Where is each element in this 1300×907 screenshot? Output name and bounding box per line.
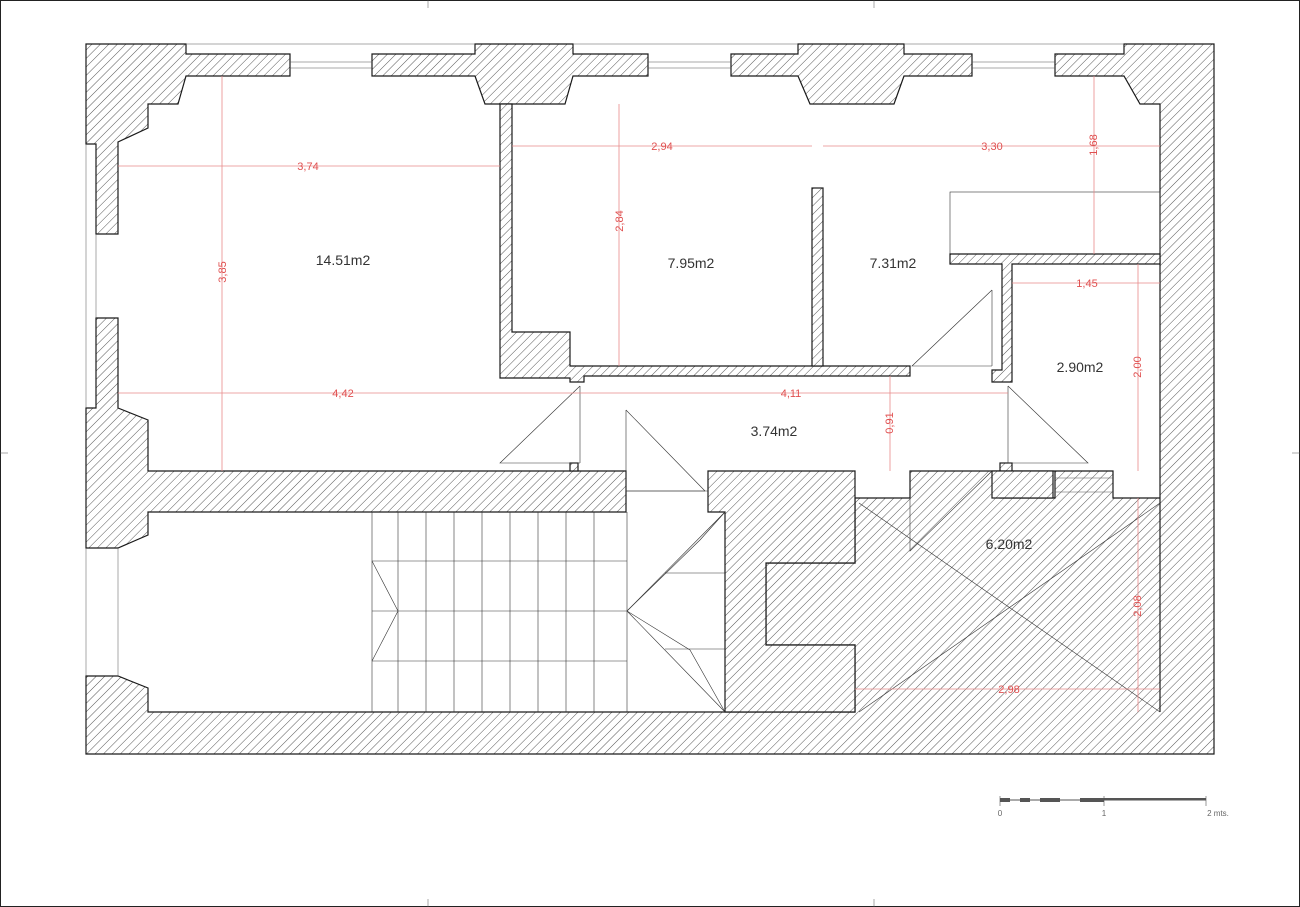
scale-label-0: 0 [998, 809, 1003, 818]
area-hall: 3.74m2 [751, 423, 798, 439]
area-bedroom-1: 7.95m2 [668, 255, 715, 271]
dim-bed1-height: 2,84 [614, 210, 626, 231]
doors [499, 289, 1089, 552]
dim-kitchen-width: 2,98 [998, 684, 1019, 696]
kitchen-void [858, 502, 1161, 713]
scale-label-1: 1 [1102, 809, 1107, 818]
dim-bath-width: 1,45 [1076, 278, 1097, 290]
dim-hall-width: 4,11 [781, 388, 802, 400]
dim-bath-height: 2,00 [1132, 356, 1144, 377]
dim-kitchen-height: 2,08 [1132, 595, 1144, 616]
area-living: 14.51m2 [316, 252, 371, 268]
room-areas: 14.51m2 7.95m2 7.31m2 2.90m2 3.74m2 6.20… [316, 252, 1104, 552]
dim-living-lower-width: 4,42 [332, 388, 353, 400]
outer-walls [85, 43, 1215, 755]
interior-walls [499, 103, 1161, 499]
area-kitchen: 6.20m2 [986, 536, 1033, 552]
staircase [371, 511, 726, 713]
top-windows [186, 43, 1124, 493]
dim-living-width: 3,74 [297, 161, 318, 173]
scale-bar: 0 1 2 mts. [998, 796, 1229, 818]
dim-hall-height: 0,91 [884, 412, 896, 433]
area-bedroom-2: 7.31m2 [870, 255, 917, 271]
dim-bed1-width: 2,94 [651, 141, 672, 153]
dim-closet-height: 1,68 [1088, 134, 1100, 155]
dimension-lines [118, 76, 1160, 712]
area-bath: 2.90m2 [1057, 359, 1104, 375]
dim-living-height: 3,85 [217, 261, 229, 282]
scale-label-2: 2 mts. [1207, 809, 1229, 818]
dimension-labels: 3,74 3,85 4,42 2,94 2,84 3,30 1,68 1,45 … [217, 134, 1144, 696]
dim-bed2-width: 3,30 [981, 141, 1002, 153]
left-windows [85, 144, 119, 676]
